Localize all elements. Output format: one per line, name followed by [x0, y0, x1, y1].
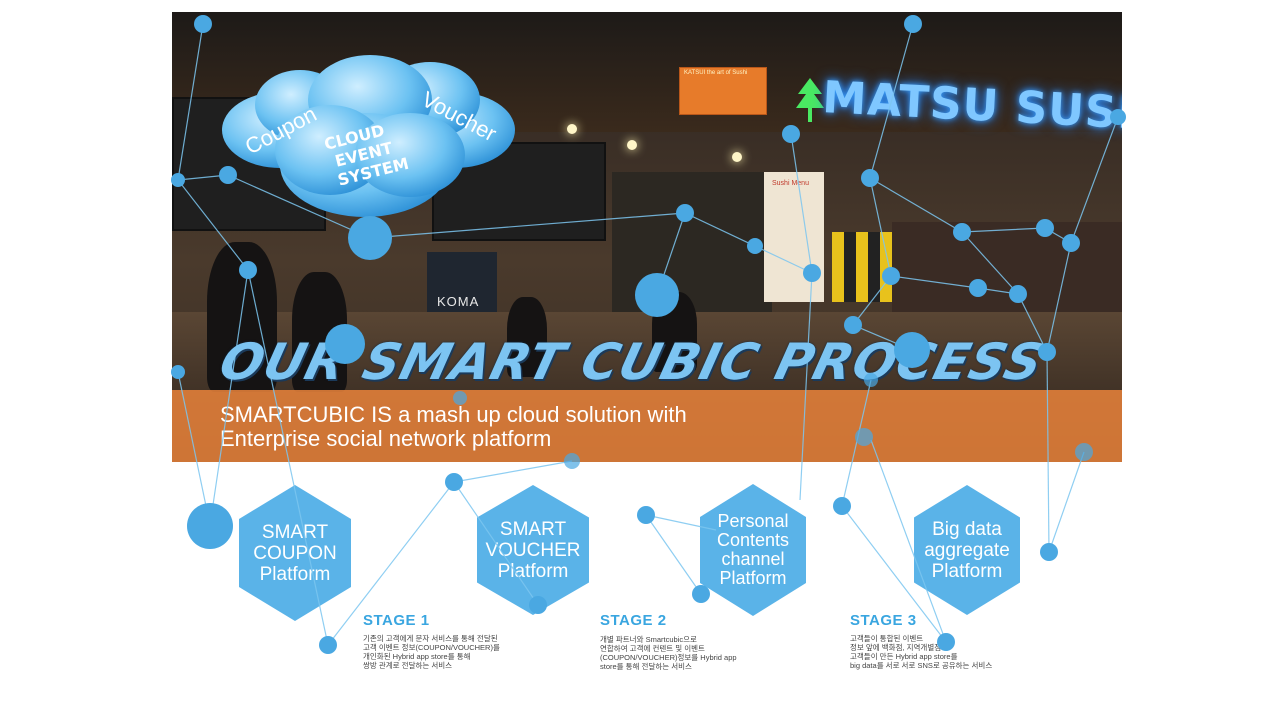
subtitle-band: SMARTCUBIC IS a mash up cloud solution w…	[172, 390, 1122, 462]
cloud-icon: Coupon Voucher CLOUD EVENT SYSTEM	[222, 55, 515, 217]
stage-1-description: 기존의 고객에게 문자 서비스를 통해 전달된 고객 이벤트 정보(COUPON…	[363, 634, 500, 670]
stage-3-description: 고객들이 통합된 이벤트 정보 앞에 백화점, 지역개별점에 고객들이 만든 H…	[850, 634, 993, 670]
orange-shop-sign: KATSUI the art of Sushi	[679, 67, 767, 115]
slide-title: OUR SMART CUBIC PROCESS	[214, 333, 1050, 391]
stage-3-label: STAGE 3	[850, 612, 917, 629]
striped-wall	[832, 232, 892, 302]
hex-big-data: Big data aggregate Platform	[914, 485, 1020, 615]
store-front	[612, 172, 772, 322]
ceiling-lamp	[627, 140, 637, 150]
cloud-event-system: Coupon Voucher CLOUD EVENT SYSTEM	[220, 50, 520, 220]
hex-label: SMART VOUCHER Platform	[485, 518, 581, 582]
network-node	[692, 585, 710, 603]
network-node	[637, 506, 655, 524]
network-node	[445, 473, 463, 491]
stage-2-description: 개별 파트너와 Smartcubic으로 연합하여 고객에 컨텐트 및 이벤트 …	[600, 635, 737, 671]
network-node	[1040, 543, 1058, 561]
network-node	[187, 503, 233, 549]
network-node	[319, 636, 337, 654]
network-node	[833, 497, 851, 515]
subtitle-line-1: SMARTCUBIC IS a mash up cloud solution w…	[220, 402, 687, 427]
hex-smart-voucher: SMART VOUCHER Platform	[477, 485, 589, 615]
tree-logo-icon	[796, 78, 824, 122]
person-silhouette	[507, 297, 547, 377]
hex-label: Big data aggregate Platform	[924, 518, 1010, 582]
sushi-menu-stand: Sushi Menu	[764, 172, 824, 302]
hex-personal-contents: Personal Contents channel Platform	[700, 484, 806, 616]
hex-label: SMART COUPON Platform	[253, 521, 337, 585]
stage-2-label: STAGE 2	[600, 612, 667, 629]
hex-label: Personal Contents channel Platform	[716, 511, 790, 588]
subtitle-line-2: Enterprise social network platform	[220, 426, 552, 451]
stage-1-label: STAGE 1	[363, 612, 430, 629]
ceiling-lamp	[732, 152, 742, 162]
hex-smart-coupon: SMART COUPON Platform	[239, 485, 351, 621]
ceiling-lamp	[567, 124, 577, 134]
